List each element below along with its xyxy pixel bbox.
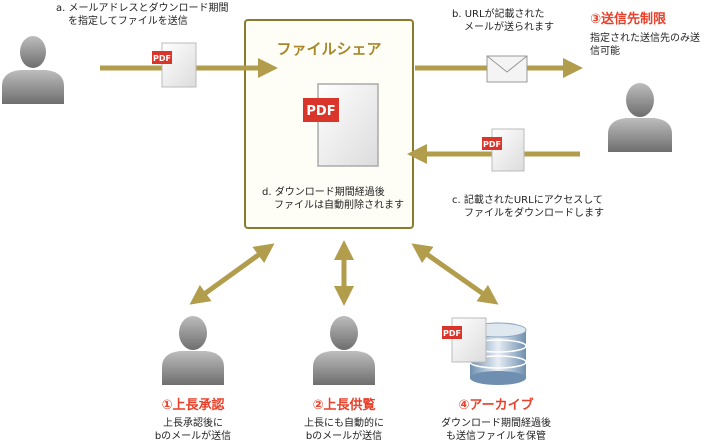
recipient-person-icon xyxy=(608,83,672,152)
feature-2-desc-line-1: 上長にも自動的に xyxy=(304,418,384,429)
pdf-file-icon: PDF xyxy=(303,83,379,167)
feature-2-desc-line-2: bのメールが送信 xyxy=(305,431,383,442)
feature-4-title: ④アーカイブ xyxy=(458,398,534,413)
feature-3-desc-line-2: 信可能 xyxy=(590,46,620,57)
sender-person-icon xyxy=(2,36,64,104)
step-c-line-2: ファイルをダウンロードします xyxy=(464,208,604,219)
feature-review: ②上長供覧 上長にも自動的に bのメールが送信 xyxy=(284,398,404,443)
pdf-label: PDF xyxy=(153,54,171,63)
feature-1-title: ①上長承認 xyxy=(161,398,225,413)
feature-approval: ①上長承認 上長承認後に bのメールが送信 xyxy=(133,398,253,443)
step-a: a. メールアドレスとダウンロード期間 を指定してファイルを送信 xyxy=(56,2,229,28)
step-c-line-1: c. 記載されたURLにアクセスして xyxy=(452,195,603,206)
note-d: d. ダウンロード期間経過後 ファイルは自動削除されます xyxy=(262,186,404,212)
arrow-approval xyxy=(189,243,275,305)
step-b-line-2: メールが送られます xyxy=(464,22,554,33)
arrow-archive xyxy=(411,243,499,305)
step-b: b. URLが記載された メールが送られます xyxy=(452,8,554,34)
reviewer-person-icon xyxy=(313,316,375,385)
pdf-label: PDF xyxy=(306,104,335,119)
pdf-file-icon: PDF xyxy=(482,128,525,172)
feature-1-desc-line-1: 上長承認後に xyxy=(163,418,223,429)
step-a-line-1: a. メールアドレスとダウンロード期間 xyxy=(56,3,229,14)
step-c: c. 記載されたURLにアクセスして ファイルをダウンロードします xyxy=(452,194,604,220)
feature-4-desc-line-2: も送信ファイルを保管 xyxy=(446,431,546,442)
pdf-label: PDF xyxy=(483,140,501,149)
step-a-line-2: を指定してファイルを送信 xyxy=(68,16,188,27)
pdf-label: PDF xyxy=(443,329,461,338)
feature-archive: ④アーカイブ ダウンロード期間経過後 も送信ファイルを保管 xyxy=(418,398,574,443)
approver-person-icon xyxy=(162,316,224,385)
envelope-icon xyxy=(486,55,528,83)
feature-recipient-restriction: ③送信先制限 指定された送信先のみ送 信可能 xyxy=(590,12,700,58)
pdf-file-icon: PDF xyxy=(442,317,487,363)
step-b-line-1: b. URLが記載された xyxy=(452,9,545,20)
note-d-line-2: ファイルは自動削除されます xyxy=(274,200,404,211)
share-box-title: ファイルシェア xyxy=(276,40,382,58)
feature-3-desc-line-1: 指定された送信先のみ送 xyxy=(590,33,700,44)
feature-1-desc-line-2: bのメールが送信 xyxy=(154,431,232,442)
feature-4-desc-line-1: ダウンロード期間経過後 xyxy=(441,418,551,429)
feature-3-title: ③送信先制限 xyxy=(590,12,667,27)
pdf-file-icon: PDF xyxy=(152,42,197,88)
feature-2-title: ②上長供覧 xyxy=(312,398,376,413)
note-d-line-1: d. ダウンロード期間経過後 xyxy=(262,187,385,198)
